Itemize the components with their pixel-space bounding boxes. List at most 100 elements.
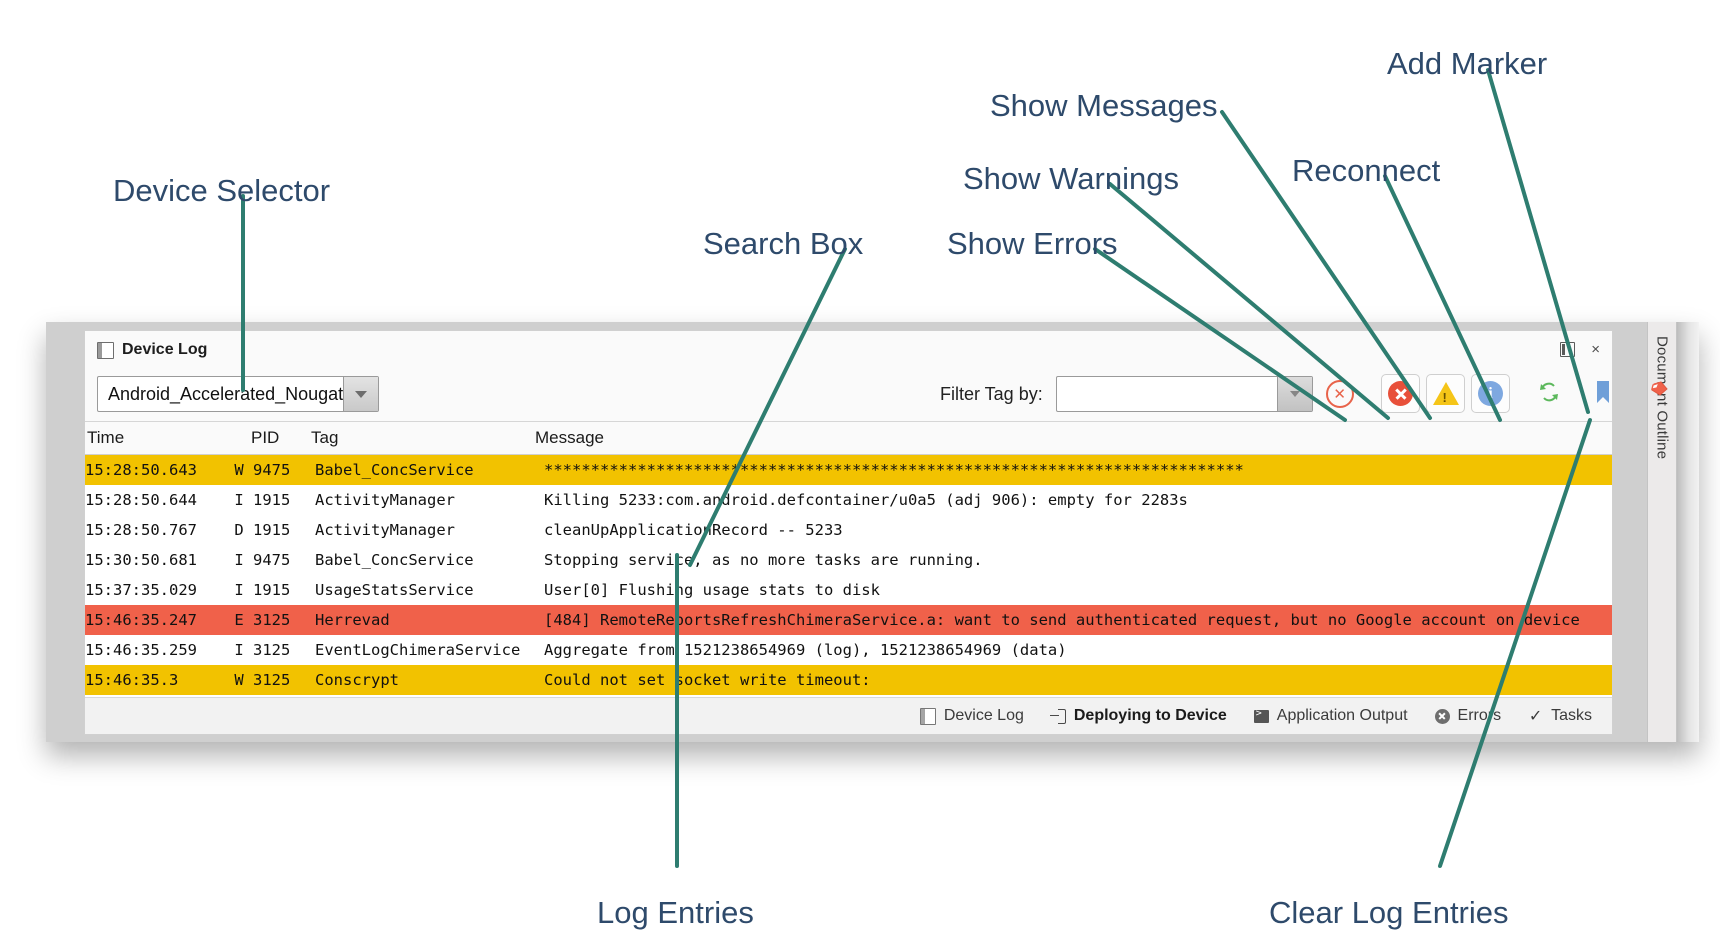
cell-message: cleanUpApplicationRecord -- 5233 bbox=[544, 521, 843, 539]
cell-message: Could not set socket write timeout: bbox=[544, 671, 871, 689]
cell-tag: ActivityManager bbox=[315, 491, 455, 509]
filter-tag-label: Filter Tag by: bbox=[940, 383, 1043, 404]
cell-time: 15:46:35.3 bbox=[85, 671, 179, 689]
annotation-label-reconnect: Reconnect bbox=[1292, 153, 1441, 188]
cell-message: ****************************************… bbox=[544, 461, 1244, 479]
show-messages-button[interactable] bbox=[1471, 374, 1510, 413]
ide-window: Document Outline Device Log × Android_Ac… bbox=[46, 322, 1699, 742]
chevron-down-icon[interactable] bbox=[343, 377, 378, 411]
cell-tag: EventLogChimeraService bbox=[315, 641, 521, 659]
filter-group: Filter Tag by: ✕ bbox=[940, 376, 1354, 412]
cell-time: 15:37:35.029 bbox=[85, 581, 197, 599]
column-header-pid[interactable]: PID bbox=[251, 428, 280, 447]
add-marker-button[interactable] bbox=[1590, 379, 1616, 405]
cell-tag: UsageStatsService bbox=[315, 581, 474, 599]
window-right-edge bbox=[1677, 322, 1699, 742]
device-selector[interactable]: Android_Accelerated_Nougat bbox=[97, 376, 379, 412]
cell-pid: 1915 bbox=[253, 491, 291, 509]
cell-tag: Conscrypt bbox=[315, 671, 399, 689]
info-icon bbox=[1478, 381, 1503, 406]
status-tab-tasks[interactable]: ✓ Tasks bbox=[1527, 707, 1592, 725]
status-tab-label: Tasks bbox=[1551, 707, 1592, 724]
document-outline-label: Document Outline bbox=[1653, 336, 1671, 460]
cell-level: W bbox=[234, 461, 244, 479]
reconnect-button[interactable] bbox=[1536, 379, 1562, 405]
search-input[interactable] bbox=[1055, 376, 1313, 412]
annotation-label-clear_log_entries: Clear Log Entries bbox=[1269, 895, 1509, 930]
status-tab-application_output[interactable]: Application Output bbox=[1253, 707, 1408, 725]
cell-time: 15:46:35.247 bbox=[85, 611, 197, 629]
show-warnings-button[interactable] bbox=[1426, 374, 1465, 413]
table-row[interactable]: 15:28:50.643 W 9475 Babel_ConcService ******… bbox=[85, 455, 1612, 485]
cell-message: Killing 5233:com.android.defcontainer/u0… bbox=[544, 491, 1188, 509]
cell-message: User[0] Flushing usage stats to disk bbox=[544, 581, 880, 599]
annotation-label-show_errors: Show Errors bbox=[947, 226, 1118, 261]
cell-time: 15:28:50.643 bbox=[85, 461, 197, 479]
bookmark-icon bbox=[1597, 381, 1609, 403]
status-tab-label: Deploying to Device bbox=[1073, 707, 1227, 724]
column-header-message[interactable]: Message bbox=[535, 428, 604, 447]
device-selector-value: Android_Accelerated_Nougat bbox=[108, 383, 344, 404]
search-input-value bbox=[1057, 377, 1277, 411]
status-tab-device_log[interactable]: Device Log bbox=[920, 707, 1024, 725]
cell-pid: 3125 bbox=[253, 671, 291, 689]
column-header-tag[interactable]: Tag bbox=[311, 428, 339, 447]
cell-tag: Babel_ConcService bbox=[315, 551, 474, 569]
panel-window-buttons: × bbox=[1560, 342, 1600, 357]
clear-filter-glyph: ✕ bbox=[1333, 385, 1346, 403]
errors-icon bbox=[1434, 708, 1451, 725]
device-log-icon bbox=[920, 707, 937, 725]
cell-time: 15:30:50.681 bbox=[85, 551, 197, 569]
annotation-label-search_box: Search Box bbox=[703, 226, 864, 261]
chevron-down-icon[interactable] bbox=[1276, 377, 1312, 411]
annotation-label-log_entries: Log Entries bbox=[597, 895, 754, 930]
cell-tag: ActivityManager bbox=[315, 521, 455, 539]
cell-tag: Babel_ConcService bbox=[315, 461, 474, 479]
panel-icon bbox=[97, 341, 114, 359]
device-log-toolbar: Android_Accelerated_Nougat Filter Tag by… bbox=[85, 369, 1668, 421]
terminal-icon bbox=[1253, 708, 1270, 725]
reconnect-icon bbox=[1540, 382, 1558, 402]
cell-level: E bbox=[234, 611, 244, 629]
clear-log-button[interactable] bbox=[1644, 379, 1670, 405]
cell-level: I bbox=[234, 581, 244, 599]
cell-level: I bbox=[234, 641, 244, 659]
clear-filter-icon[interactable]: ✕ bbox=[1325, 380, 1354, 408]
cell-pid: 3125 bbox=[253, 611, 291, 629]
cell-pid: 9475 bbox=[253, 461, 291, 479]
table-header-row: Time PID Tag Message bbox=[85, 422, 1612, 455]
status-tab-label: Device Log bbox=[943, 707, 1024, 724]
annotation-label-add_marker: Add Marker bbox=[1387, 46, 1548, 81]
status-tab-label: Application Output bbox=[1276, 707, 1408, 724]
panel-title-group: Device Log bbox=[97, 341, 207, 359]
panel-title-row: Device Log × bbox=[85, 331, 1612, 369]
cell-pid: 1915 bbox=[253, 581, 291, 599]
table-row[interactable]: 15:37:35.029 I 1915 UsageStatsService User[0… bbox=[85, 575, 1612, 605]
device-log-panel: Device Log × Android_Accelerated_Nougat … bbox=[84, 330, 1668, 735]
table-row[interactable]: 15:30:50.681 I 9475 Babel_ConcService Stoppi… bbox=[85, 545, 1612, 575]
status-tab-deploying[interactable]: Deploying to Device bbox=[1050, 707, 1227, 725]
page-title: Device Log bbox=[122, 341, 208, 358]
show-errors-button[interactable] bbox=[1381, 374, 1420, 413]
check-icon: ✓ bbox=[1528, 708, 1543, 725]
cell-message: Aggregate from 1521238654969 (log), 1521… bbox=[544, 641, 1067, 659]
table-row[interactable]: 15:46:35.247 E 3125 Herrevad [484] RemoteRep… bbox=[85, 605, 1612, 635]
cell-message: [484] RemoteReportsRefreshChimeraService… bbox=[544, 611, 1580, 629]
status-tab-errors[interactable]: Errors bbox=[1434, 707, 1501, 725]
annotation-label-show_warnings: Show Warnings bbox=[963, 161, 1179, 196]
cell-pid: 9475 bbox=[253, 551, 291, 569]
close-icon[interactable]: × bbox=[1591, 341, 1600, 358]
column-header-time[interactable]: Time bbox=[87, 428, 125, 447]
restore-icon[interactable] bbox=[1560, 342, 1576, 357]
cell-level: I bbox=[234, 551, 244, 569]
cell-message: Stopping service, as no more tasks are r… bbox=[544, 551, 983, 569]
status-bar: Device Log Deploying to Device Application… bbox=[85, 697, 1612, 734]
cell-tag: Herrevad bbox=[315, 611, 390, 629]
cell-time: 15:28:50.644 bbox=[85, 491, 197, 509]
cell-pid: 1915 bbox=[253, 521, 291, 539]
